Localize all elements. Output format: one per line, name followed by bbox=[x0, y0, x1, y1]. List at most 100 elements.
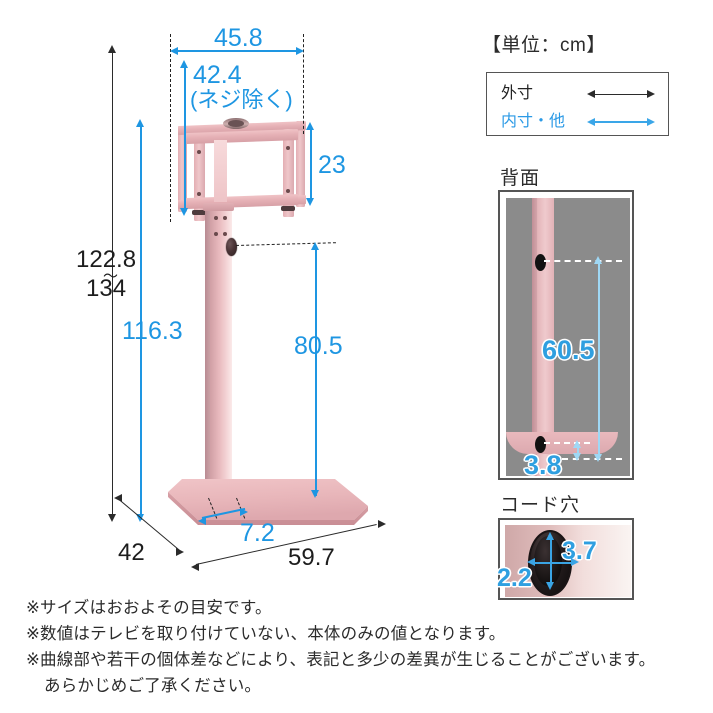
back-view-dim-vertical-label: 60.5 bbox=[542, 335, 595, 365]
dim-total-height-range-mark: ～ bbox=[103, 268, 119, 285]
legend-box: 外寸 内寸・他 bbox=[486, 72, 669, 136]
dim-line-cordhole-height bbox=[315, 249, 317, 496]
guide-line-bracket-right bbox=[303, 34, 304, 134]
note-line-3: ※曲線部や若干の個体差などにより、表記と多少の差異が生じることがございます。 bbox=[26, 651, 656, 669]
back-panel-title: 背面 bbox=[500, 168, 541, 189]
dim-line-pole-height bbox=[140, 126, 142, 520]
pole-screw-1 bbox=[214, 216, 218, 220]
dim-cordhole-height-label: 80.5 bbox=[294, 332, 343, 360]
back-view-guide-mid bbox=[544, 442, 590, 444]
cordhole-dim-vertical-label: 3.7 bbox=[562, 537, 597, 565]
dim-bracket-drop-label: 23 bbox=[318, 151, 346, 179]
back-view-dim-line-vertical bbox=[598, 262, 600, 458]
dim-bracket-height-note: (ネジ除く) bbox=[190, 87, 293, 112]
product-illustration: 45.8 42.4 (ネジ除く) 23 122.8 ～ 134 116.3 80… bbox=[76, 24, 386, 571]
back-view-guide-bottom bbox=[562, 458, 622, 460]
bracket-center-plate bbox=[214, 140, 227, 202]
cordhole-panel: 3.7 2.2 bbox=[497, 518, 634, 600]
cordhole-arrow-right bbox=[571, 558, 579, 566]
dim-base-depth-label: 42 bbox=[118, 539, 145, 566]
back-view-dim-bottom-label: 3.8 bbox=[524, 450, 562, 480]
guide-line-cordhole bbox=[235, 242, 336, 246]
dim-pole-height-label: 116.3 bbox=[122, 317, 183, 345]
legend-inner-label: 内寸・他 bbox=[501, 113, 566, 130]
legend-outer-arrow-icon bbox=[587, 89, 655, 99]
legend-row-outer: 外寸 bbox=[501, 79, 533, 103]
arrow-bracket-height-top bbox=[179, 60, 188, 68]
notes-block: ※サイズはおおよその目安です。 ※数値はテレビを取り付けていない、本体のみの値と… bbox=[26, 595, 686, 699]
pole-cord-hole-icon bbox=[226, 238, 237, 256]
bracket-screw-4 bbox=[286, 189, 290, 193]
dim-bracket-height-label: 42.4 bbox=[193, 61, 242, 89]
cordhole-dim-line-vertical bbox=[550, 538, 552, 585]
guide-line-bracket-left bbox=[170, 34, 171, 222]
cordhole-arrow-left bbox=[527, 558, 535, 566]
pole-screw-3 bbox=[214, 232, 218, 236]
back-view-dim-line-small bbox=[577, 444, 579, 457]
arrow-pole-depth-left bbox=[198, 517, 206, 525]
arrow-bracket-drop-top bbox=[305, 122, 314, 130]
dim-line-total-height bbox=[112, 52, 113, 520]
arrow-base-depth-end bbox=[176, 548, 184, 556]
cordhole-panel-title: コード穴 bbox=[500, 495, 581, 516]
note-line-1: ※サイズはおおよその目安です。 bbox=[26, 599, 272, 617]
back-view-guide-top bbox=[544, 260, 622, 262]
cordhole-grommet-inner bbox=[534, 536, 562, 586]
back-view-background bbox=[506, 198, 630, 476]
legend-outer-label: 外寸 bbox=[501, 85, 534, 102]
arrow-pole-height-bottom bbox=[135, 514, 144, 522]
dim-line-bracket-width bbox=[173, 50, 301, 52]
arrow-bracket-drop-bottom bbox=[305, 198, 314, 206]
dim-base-width-label: 59.7 bbox=[288, 544, 335, 571]
dim-line-bracket-height bbox=[184, 66, 186, 212]
dim-line-bracket-drop bbox=[310, 128, 312, 202]
dim-total-height-max-label: 134 bbox=[86, 275, 127, 302]
back-view-arrow-small-bottom bbox=[572, 453, 581, 461]
note-line-4: あらかじめご了承ください。 bbox=[44, 677, 262, 695]
bracket-mount-collar-inner bbox=[228, 120, 244, 127]
back-view-pole-edge bbox=[532, 198, 537, 476]
arrow-base-width-right bbox=[378, 520, 386, 528]
back-view-panel: 60.5 3.8 bbox=[498, 190, 634, 480]
dim-pole-depth-label: 7.2 bbox=[240, 519, 275, 547]
pole-screw-4 bbox=[223, 232, 227, 236]
bracket-rail-front-left bbox=[194, 133, 205, 221]
back-view-arrow-bottom bbox=[593, 454, 602, 462]
arrow-cordhole-height-bottom bbox=[310, 490, 319, 498]
back-view-cordhole-top bbox=[535, 254, 546, 271]
pole-top-bracket bbox=[203, 203, 234, 211]
legend-inner-arrow-icon bbox=[587, 117, 655, 127]
arrow-pole-depth-right bbox=[240, 508, 248, 516]
cordhole-dim-line-horizontal bbox=[532, 562, 574, 564]
bracket-foot-left bbox=[192, 210, 206, 215]
cordhole-arrow-top bbox=[545, 532, 554, 540]
legend-row-inner: 内寸・他 bbox=[501, 107, 565, 131]
support-pole-shadow-edge bbox=[205, 206, 210, 511]
units-label: 【単位：cm】 bbox=[482, 35, 606, 56]
bracket-rail-back-right bbox=[296, 121, 305, 207]
arrow-cordhole-height-top bbox=[310, 242, 319, 250]
note-line-2: ※数値はテレビを取り付けていない、本体のみの値となります。 bbox=[26, 625, 506, 643]
back-view-cordhole-bottom bbox=[535, 436, 546, 453]
bracket-rail-front-right bbox=[283, 129, 294, 217]
bracket-screw-1 bbox=[197, 150, 201, 154]
base-plate bbox=[168, 479, 368, 525]
cordhole-arrow-bottom bbox=[545, 582, 554, 590]
cordhole-dim-horizontal-label: 2.2 bbox=[497, 564, 532, 592]
bracket-screw-2 bbox=[197, 192, 201, 196]
arrow-base-width-left bbox=[191, 563, 199, 571]
arrow-base-depth-start bbox=[114, 494, 122, 502]
bracket-rail-back-left bbox=[178, 126, 187, 212]
pole-screw-2 bbox=[223, 216, 227, 220]
arrow-bracket-height-bottom bbox=[179, 208, 188, 216]
arrow-pole-height-top bbox=[135, 119, 144, 127]
arrow-total-height-bottom bbox=[107, 514, 116, 522]
bracket-foot-right bbox=[281, 206, 295, 211]
arrow-bracket-width-right bbox=[296, 46, 304, 55]
back-view-arrow-small-top bbox=[572, 440, 581, 448]
dim-total-height-min-label: 122.8 bbox=[76, 246, 137, 273]
dim-bracket-width-label: 45.8 bbox=[214, 24, 263, 52]
arrow-bracket-width-left bbox=[170, 46, 178, 55]
back-view-arrow-top bbox=[593, 256, 602, 264]
